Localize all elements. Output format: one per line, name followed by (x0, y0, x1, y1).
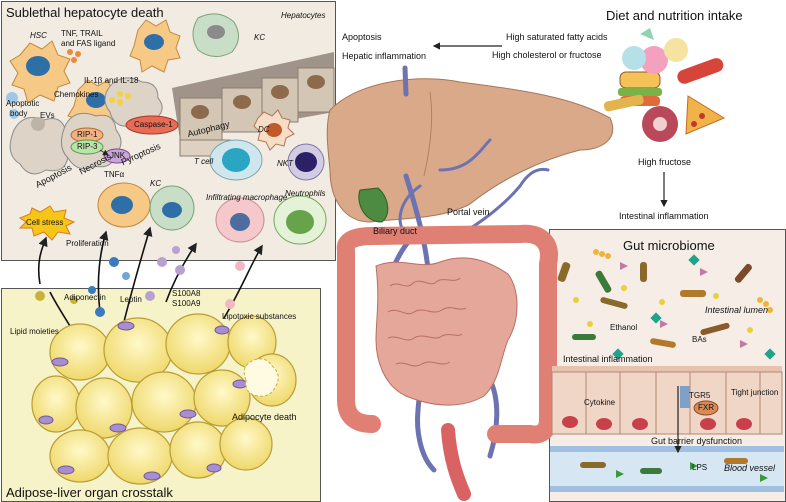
gut-molecules (573, 254, 776, 360)
biliary-duct-label: Biliary duct (373, 226, 418, 236)
hepatocyte-row (172, 52, 335, 157)
hepatocytes-label: Hepatocytes (281, 11, 326, 20)
lipotoxic-label: Lipotoxic substances (222, 312, 297, 321)
rip3-label: RIP-3 (77, 142, 98, 151)
adipocyte-cluster (31, 313, 297, 485)
hsc-label: HSC (30, 31, 47, 40)
liver-arrow (432, 42, 668, 208)
lps-label: LPS (692, 463, 708, 472)
gut-barrier-label: Gut barrier dysfunction (651, 436, 743, 446)
hsc-cell-3 (129, 19, 181, 73)
high-fructose-label: High fructose (638, 157, 692, 167)
tnf-label-1: TNF, TRAIL (61, 29, 103, 38)
high-chol-label: High cholesterol or fructose (492, 50, 602, 60)
gut-vessel (550, 446, 784, 492)
hsc-cell (9, 40, 71, 104)
intestinal-lumen-label: Intestinal lumen (705, 305, 769, 315)
blood-vessel-label: Blood vessel (724, 463, 776, 473)
proliferation-label: Proliferation (66, 239, 109, 248)
tgr5-label: TGR5 (689, 391, 711, 400)
adipocyte-nuclei (38, 321, 248, 481)
sublethal-title: Sublethal hepatocyte death (6, 5, 164, 20)
signal-balls (35, 246, 245, 317)
dying-adipocyte (243, 358, 279, 397)
bas-label: BAs (692, 335, 707, 344)
gut-title: Gut microbiome (623, 238, 715, 253)
s100a8-label: S100A8 (172, 289, 201, 298)
tight-junction-label: Tight junction (731, 388, 779, 397)
portal-vein-label: Portal vein (447, 207, 490, 217)
diet-title: Diet and nutrition intake (606, 8, 743, 23)
cytokine-label: Cytokine (584, 398, 616, 407)
immune-cells (97, 109, 327, 245)
apoptotic-body-label-1: Apoptotic (6, 99, 40, 108)
rip1-label: RIP-1 (77, 130, 98, 139)
signaling-bubbles (70, 115, 179, 164)
apoptotic-body-label-2: body (10, 109, 28, 118)
kc-top-cell (192, 13, 239, 57)
nkt-label: NKT (277, 159, 293, 168)
cell-stress-burst (18, 205, 76, 241)
kc-bottom-label: KC (150, 179, 162, 188)
adipose-title: Adipose-liver organ crosstalk (6, 485, 173, 500)
liver (326, 78, 614, 223)
dc-label: DC (258, 125, 270, 134)
ethanol-label: Ethanol (610, 323, 638, 332)
tnfa-label: TNFα (104, 170, 125, 179)
yellow-dots-sublethal (67, 49, 131, 105)
adipocyte-death-label: Adipocyte death (232, 412, 297, 422)
caspase-label: Caspase-1 (134, 120, 173, 129)
kc-top-label: KC (254, 33, 266, 42)
leptin-label: Leptin (120, 295, 142, 304)
jnk-label: JNK (110, 151, 126, 160)
liver-apoptosis-label: Apoptosis (342, 32, 382, 42)
apoptotic-cells (6, 77, 163, 175)
high-fat-label: High saturated fatty acids (506, 32, 608, 42)
food-illustration (603, 28, 726, 142)
infiltrating-macrophage-label: Infiltrating macrophage (206, 193, 288, 202)
intestinal-inflammation-top-label: Intestinal inflammation (619, 211, 709, 221)
tcell-label: T cell (194, 157, 214, 166)
fxr-label: FXR (698, 403, 714, 412)
epithelium (551, 366, 783, 435)
intestinal-inflammation-gut-label: Intestinal inflammation (563, 354, 653, 364)
neutrophils-label: Neutrophils (285, 189, 326, 198)
il-label: IL-1β and IL-18 (84, 76, 139, 85)
hepatic-inflammation-label: Hepatic inflammation (342, 51, 427, 61)
intestine (336, 224, 558, 501)
bacteria (557, 249, 773, 348)
s100a9-label: S100A9 (172, 299, 201, 308)
adiponectin-label: Adiponectin (64, 293, 106, 302)
tnf-label-2: and FAS ligand (61, 39, 116, 48)
evs-label: EVs (40, 111, 55, 120)
cell-stress-label: Cell stress (26, 218, 64, 227)
lipid-moieties-label: Lipid moieties (10, 327, 59, 336)
chemokines-label: Chemokines (54, 90, 99, 99)
